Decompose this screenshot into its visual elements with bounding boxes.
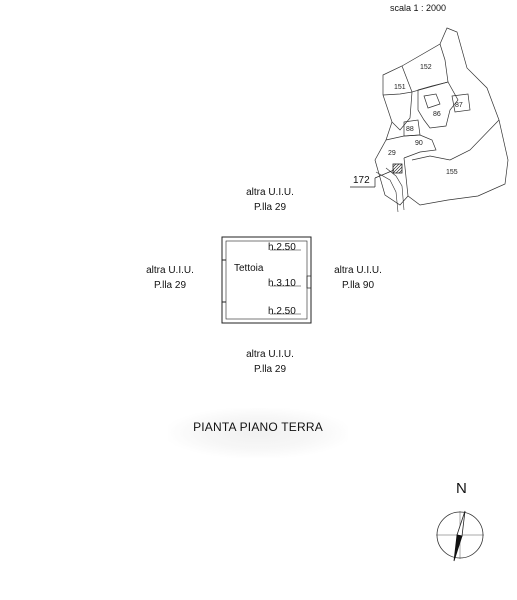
parcel-label: 152 bbox=[420, 64, 432, 71]
parcel-label: 87 bbox=[455, 102, 463, 109]
floor-plan bbox=[221, 236, 312, 324]
neighbour-parcel: P.lla 90 bbox=[341, 280, 375, 291]
height-label: h.2.50 bbox=[268, 306, 296, 317]
neighbour-type: altra U.I.U. bbox=[334, 265, 382, 276]
neighbour-type: altra U.I.U. bbox=[246, 349, 294, 360]
neighbour-parcel: P.lla 29 bbox=[253, 202, 287, 213]
parcel-label: 90 bbox=[415, 140, 423, 147]
neighbour-type: altra U.I.U. bbox=[246, 187, 294, 198]
parcel-label: 155 bbox=[446, 169, 458, 176]
parcel-label: 86 bbox=[433, 111, 441, 118]
title-background bbox=[168, 408, 348, 458]
neighbour-bottom: altra U.I.U. P.lla 29 bbox=[228, 348, 312, 376]
height-label: h.3.10 bbox=[268, 278, 296, 289]
neighbour-type: altra U.I.U. bbox=[146, 265, 194, 276]
cadastral-map: 172 152 151 86 87 88 90 29 155 bbox=[350, 27, 509, 213]
parcel-label: 151 bbox=[394, 84, 406, 91]
plan-title: PIANTA PIANO TERRA bbox=[193, 420, 323, 434]
neighbour-left: altra U.I.U. P.lla 29 bbox=[128, 264, 212, 292]
parcel-label: 88 bbox=[406, 126, 414, 133]
height-label: h.2.50 bbox=[268, 242, 296, 253]
parcel-label: 29 bbox=[388, 150, 396, 157]
room-label: Tettoia bbox=[234, 263, 264, 274]
north-label: N bbox=[456, 480, 467, 497]
neighbour-top: altra U.I.U. P.lla 29 bbox=[228, 186, 312, 214]
neighbour-parcel: P.lla 29 bbox=[153, 280, 187, 291]
neighbour-right: altra U.I.U. P.lla 90 bbox=[316, 264, 400, 292]
scale-label: scala 1 : 2000 bbox=[390, 3, 447, 13]
callout-label: 172 bbox=[353, 175, 370, 186]
north-arrow-icon bbox=[436, 510, 484, 562]
neighbour-parcel: P.lla 29 bbox=[253, 364, 287, 375]
